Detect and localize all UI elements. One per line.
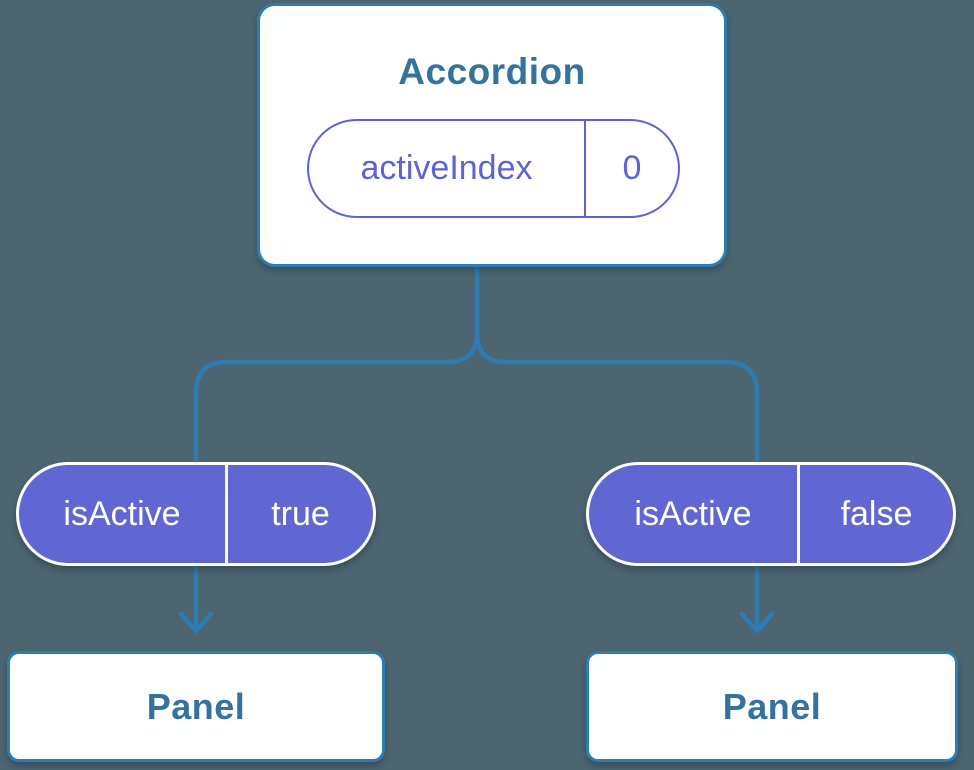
- accordion-component-node: Accordion activeIndex 0: [257, 3, 727, 267]
- prop-name-label: isActive: [63, 494, 181, 533]
- arrowhead-left-icon: [178, 611, 214, 634]
- connector-right-branch: [474, 264, 760, 631]
- connector-left-branch: [193, 264, 480, 631]
- prop-value-label: true: [225, 465, 373, 563]
- panel-node-title: Panel: [146, 685, 246, 727]
- prop-name-label: isActive: [634, 494, 752, 533]
- isactive-prop-pill-left: isActive true: [16, 462, 376, 566]
- isactive-prop-pill-right: isActive false: [586, 462, 956, 566]
- prop-value-label: false: [797, 465, 953, 563]
- state-value-label: 0: [584, 121, 678, 216]
- arrowhead-right-icon: [739, 611, 775, 634]
- activeindex-state-pill: activeIndex 0: [307, 119, 680, 218]
- panel-node-title: Panel: [722, 685, 822, 727]
- state-name-label: activeIndex: [360, 149, 533, 187]
- panel-component-node-left: Panel: [7, 651, 385, 762]
- panel-component-node-right: Panel: [586, 651, 958, 762]
- accordion-node-title: Accordion: [398, 51, 586, 92]
